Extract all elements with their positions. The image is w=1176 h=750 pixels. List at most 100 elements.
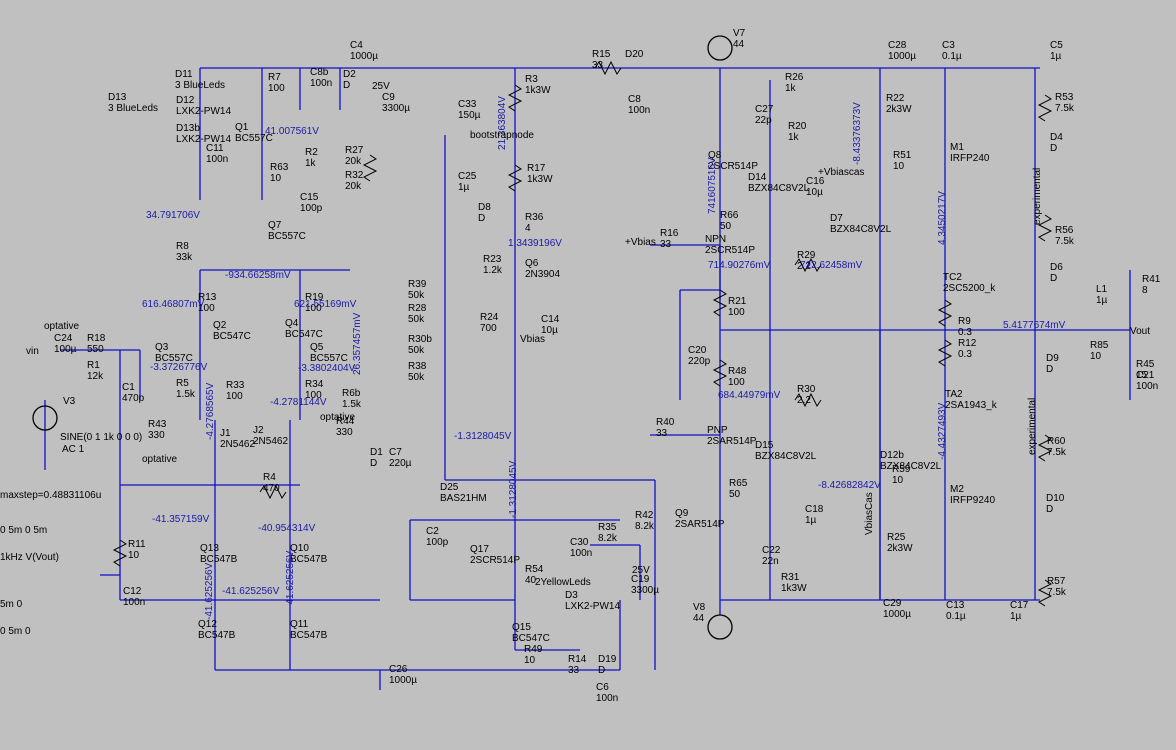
bootstrap-label: bootstrapnode (470, 130, 534, 141)
component-r18: R18 (87, 333, 106, 344)
component-l1: L1 (1096, 284, 1108, 295)
component-r23: R23 (483, 254, 502, 265)
component-value-c14: 10µ (541, 325, 558, 336)
component-value-d14: BZX84C8V2L (748, 183, 810, 194)
sine-label: SINE(0 1 1k 0 0 0) (60, 432, 142, 443)
component-tc2: TC2 (943, 272, 962, 283)
component-v8: V8 (693, 602, 706, 613)
component-value-r18: 550 (87, 344, 104, 355)
component-value-r16: 33 (660, 239, 672, 250)
component-q11: Q11 (290, 619, 309, 630)
component-r38: R38 (408, 361, 427, 372)
component-r28: R28 (408, 303, 427, 314)
component-value-q5: BC557C (310, 353, 348, 364)
node-voltage: 712.62458mV (800, 260, 863, 271)
component-value-q9: 2SAR514P (675, 519, 725, 530)
component-q8: Q8 (708, 150, 722, 161)
node-voltage: -8.43376373V (852, 102, 863, 165)
component-r9: R9 (958, 316, 971, 327)
component-value-r5: 1.5k (176, 389, 196, 400)
component-value-d4: D (1050, 143, 1057, 154)
component-value-m2: IRFP9240 (950, 495, 995, 506)
component-value-c15: 100p (300, 203, 323, 214)
node-voltages: 21.363804V41.007561V34.791706V-934.66258… (142, 96, 1066, 620)
component-value-r34: 100 (305, 390, 322, 401)
component-value-v8: 44 (693, 613, 705, 624)
component-value-m1: IRFP240 (950, 153, 990, 164)
component-r57: R57 (1047, 576, 1066, 587)
component-value-l1: 1µ (1096, 295, 1108, 306)
component-value-c33: 150µ (458, 110, 481, 121)
vin-label: vin (26, 346, 39, 357)
component-value-d11: 3 BlueLeds (175, 80, 225, 91)
component-c24: C24 (54, 333, 73, 344)
component-value-r12: 0.3 (958, 349, 972, 360)
component-r29: R29 (797, 250, 816, 261)
component-r27: R27 (345, 145, 364, 156)
component-c13: C13 (946, 600, 965, 611)
component-r17: R17 (527, 163, 546, 174)
component-c15: C15 (300, 192, 319, 203)
component-value-r39: 50k (408, 290, 425, 301)
node-voltage: 714.90276mV (708, 260, 771, 271)
component-value-r35: 8.2k (598, 533, 618, 544)
component-value-r17: 1k3W (527, 174, 553, 185)
component-c5: C5 (1050, 40, 1063, 51)
component-r34: R34 (305, 379, 324, 390)
component-r5: R5 (176, 378, 189, 389)
component-q9: Q9 (675, 508, 689, 519)
component-value-r26: 1k (785, 83, 797, 94)
component-r4: R4 (263, 472, 276, 483)
node-voltage: -934.66258mV (225, 270, 291, 281)
component-r60: R60 (1047, 436, 1066, 447)
component-r42: R42 (635, 510, 654, 521)
component-value-c8: 100n (628, 105, 650, 116)
component-d6: D6 (1050, 262, 1063, 273)
component-value-r66: 50 (720, 221, 732, 232)
component-r51: R51 (893, 150, 912, 161)
component-r22: R22 (886, 93, 905, 104)
component-c1: C1 (122, 382, 135, 393)
component-value-r38: 50k (408, 372, 425, 383)
component-value-r27: 20k (345, 156, 362, 167)
component-value-q15: BC547C (512, 633, 550, 644)
component-value-q1: BC557C (235, 133, 273, 144)
component-r3: R3 (525, 74, 538, 85)
component-q12: Q12 (198, 619, 217, 630)
component-value-r3: 1k3W (525, 85, 551, 96)
component-value-c7: 220µ (389, 458, 412, 469)
component-value-r63: 10 (270, 173, 282, 184)
node-voltage: 616.46807mV (142, 299, 205, 310)
component-c20: C20 (688, 345, 707, 356)
component-value-r48: 100 (728, 377, 745, 388)
component-value-c1: 470p (122, 393, 145, 404)
component-d14: D14 (748, 172, 767, 183)
component-value-q10: BC547B (290, 554, 328, 565)
c19-voltage-label: 25V (632, 565, 650, 576)
component-d7: D7 (830, 213, 843, 224)
component-r53: R53 (1055, 92, 1074, 103)
component-r59: R59 (892, 464, 911, 475)
component-r14: R14 (568, 654, 587, 665)
component-c33: C33 (458, 99, 477, 110)
component-value-r15: 33 (592, 60, 604, 71)
component-r49: R49 (524, 644, 543, 655)
component-value-r56: 7.5k (1055, 236, 1075, 247)
component-value-c27: 22p (755, 115, 772, 126)
component-q1: Q1 (235, 122, 249, 133)
experimental-label-2: experimental (1027, 398, 1038, 455)
component-q3: Q3 (155, 342, 169, 353)
component-r13: R13 (198, 292, 217, 303)
component-value-d13b: LXK2-PW14 (176, 134, 231, 145)
component-r30: R30 (797, 384, 816, 395)
component-r54: R54 (525, 564, 544, 575)
node-voltage: -41.625256V (222, 586, 280, 597)
node-voltage: -4.2768565V (205, 382, 216, 440)
component-r32: R32 (345, 170, 364, 181)
component-value-j1: 2N5462 (220, 439, 255, 450)
v7-source (707, 35, 733, 61)
component-r30b: R30b (408, 334, 432, 345)
component-r56: R56 (1055, 225, 1074, 236)
component-r44: R44 (336, 416, 355, 427)
